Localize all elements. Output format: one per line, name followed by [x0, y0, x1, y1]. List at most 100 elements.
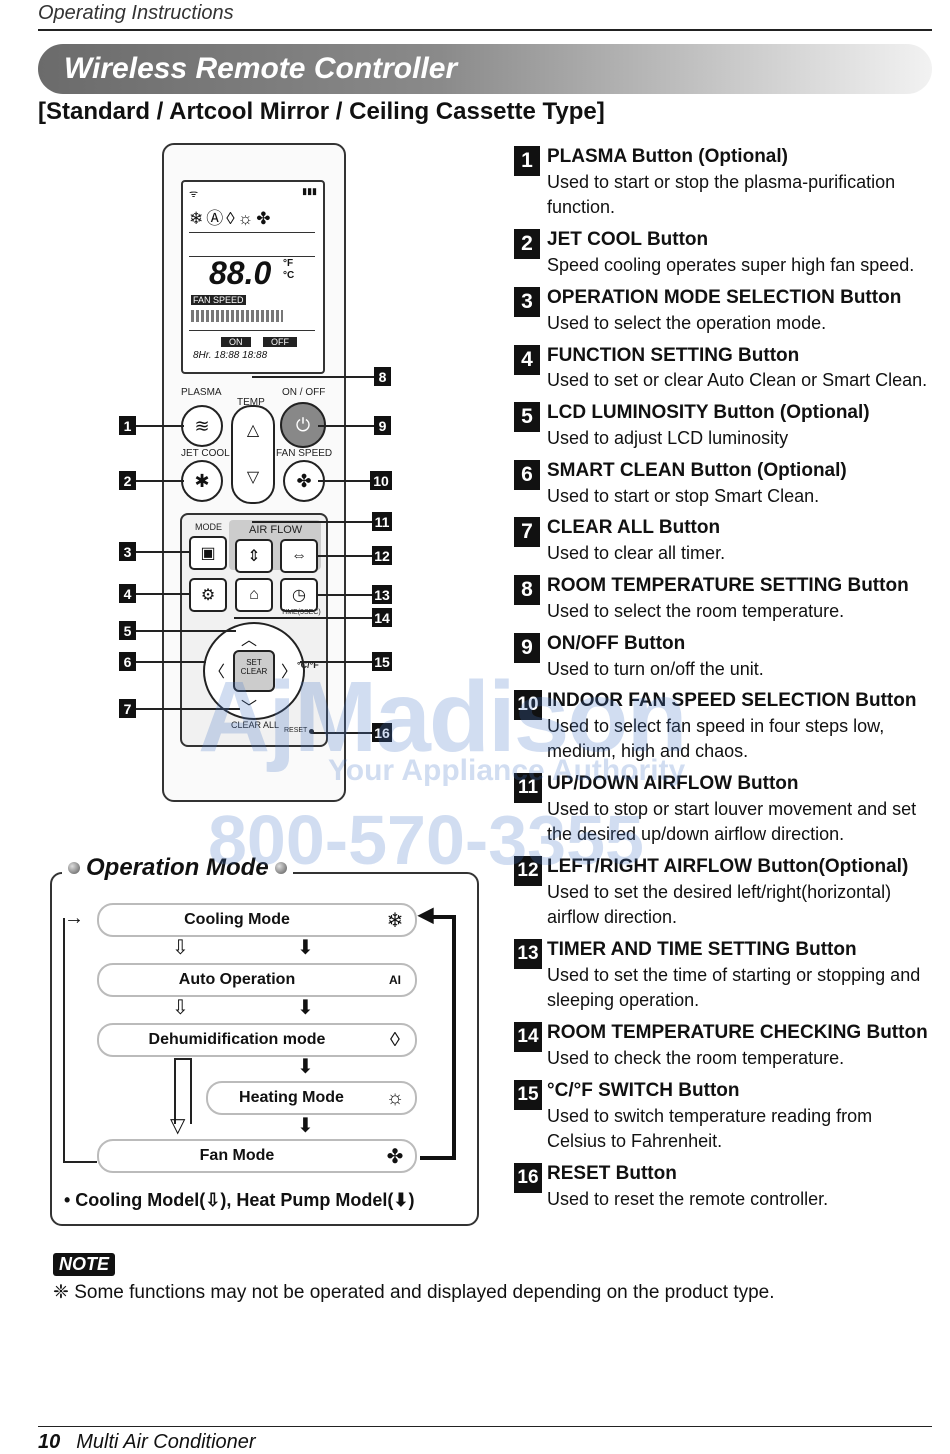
callout-4: 4: [119, 584, 136, 603]
callout-2: 2: [119, 471, 136, 490]
item-title: °C/°F SWITCH Button: [547, 1080, 740, 1101]
mode-pill: Heating Mode ☼: [206, 1081, 417, 1115]
cooling-arrow-icon: ⇩: [172, 997, 189, 1019]
jet-cool-label: JET COOL: [181, 448, 230, 459]
left-right-airflow-button[interactable]: ⇔: [280, 539, 318, 573]
item-title: SMART CLEAN Button (Optional): [547, 460, 847, 481]
title-banner: Wireless Remote Controller: [38, 44, 932, 94]
item-desc: Used to start or stop the plasma-purific…: [547, 172, 896, 217]
callout-15: 15: [372, 652, 392, 671]
item-number: 5: [514, 402, 540, 432]
item-number: 7: [514, 517, 540, 547]
callout-5: 5: [119, 621, 136, 640]
item-title: LCD LUMINOSITY Button (Optional): [547, 402, 870, 423]
lcd-on: ON: [221, 337, 251, 347]
item-number: 15: [514, 1080, 542, 1110]
timer-button[interactable]: ◷: [280, 578, 318, 612]
item-desc: Used to select the operation mode.: [547, 313, 827, 333]
lcd-unit-f: °F: [283, 258, 294, 269]
cf-switch-button[interactable]: 〉: [281, 658, 297, 682]
bullet-icon: [274, 862, 287, 874]
fan-icon: ✤: [386, 1145, 404, 1168]
item-title: PLASMA Button (Optional): [547, 146, 788, 167]
page-subtitle: [Standard / Artcool Mirror / Ceiling Cas…: [38, 98, 605, 125]
callout-12: 12: [372, 546, 392, 565]
on-off-button[interactable]: ⏻: [280, 402, 326, 448]
clear-all-button[interactable]: ﹀: [241, 694, 257, 718]
reset-button[interactable]: [309, 729, 314, 734]
callout-3: 3: [119, 542, 136, 561]
heatpump-arrow-icon: ⬇: [297, 997, 314, 1019]
mode-icon: ▣: [200, 545, 216, 562]
chevron-right-icon: 〉: [281, 664, 298, 681]
item-title: INDOOR FAN SPEED SELECTION Button: [547, 690, 917, 711]
item-desc: Speed cooling operates super high fan sp…: [547, 255, 915, 275]
section-header: Operating Instructions: [38, 2, 234, 24]
item-title: LEFT/RIGHT AIRFLOW Button(Optional): [547, 856, 909, 877]
temp-down-button[interactable]: ▽: [233, 454, 273, 500]
set-clear-button[interactable]: SET CLEAR: [233, 650, 275, 692]
watermark-phone: 800-570-3355: [208, 801, 644, 879]
callout-8: 8: [374, 367, 391, 386]
item-title: FUNCTION SETTING Button: [547, 345, 800, 366]
up-down-airflow-button[interactable]: ⇕: [235, 539, 273, 573]
leader-line: [136, 480, 184, 482]
lcd-mode-icons: ❄Ⓐ◊☼✤: [189, 209, 274, 228]
item-desc: Used to select fan speed in four steps l…: [547, 716, 885, 761]
mode-label: Auto Operation: [178, 971, 296, 988]
leader-line: [136, 425, 184, 427]
mode-pill: Fan Mode ✤: [97, 1139, 417, 1173]
item-title: ROOM TEMPERATURE CHECKING Button: [547, 1022, 928, 1043]
item-number: 14: [514, 1022, 542, 1052]
plasma-button[interactable]: ≋: [181, 405, 223, 447]
clear-label: CLEAR: [240, 667, 268, 676]
item-desc: Used to turn on/off the unit.: [547, 659, 764, 679]
battery-icon: ▮▮▮: [302, 186, 317, 196]
mode-button[interactable]: ▣: [189, 536, 227, 570]
note-text: ❈ Some functions may not be operated and…: [53, 1282, 775, 1303]
remote-lcd: ᯤ ▮▮▮ ❄Ⓐ◊☼✤ 88.0 °F °C FAN SPEED ON OFF …: [181, 180, 325, 374]
gear-icon: ⚙: [200, 587, 216, 604]
jet-cool-button[interactable]: ✱: [181, 460, 223, 502]
item-desc: Used to set the time of starting or stop…: [547, 965, 921, 1010]
lcd-fan-speed: FAN SPEED: [191, 295, 246, 305]
item-number: 11: [514, 773, 542, 803]
item-number: 10: [514, 690, 542, 720]
flow-line-right: [420, 1156, 456, 1160]
callout-1: 1: [119, 416, 136, 435]
house-icon: ⌂: [249, 586, 259, 603]
snowflake-icon: ❄: [386, 909, 404, 932]
room-temp-check-button[interactable]: ⌂: [235, 578, 273, 612]
item-title: RESET Button: [547, 1163, 677, 1184]
mode-pill: Dehumidification mode ◊: [97, 1023, 417, 1057]
cooling-arrow-icon: ▽: [170, 1115, 186, 1137]
item-number: 1: [514, 146, 540, 176]
operation-mode-title: Operation Mode: [62, 854, 293, 882]
reset-label: RESET: [284, 727, 308, 734]
callout-7: 7: [119, 699, 136, 718]
item-number: 9: [514, 633, 540, 663]
chevron-down-icon: ﹀: [241, 700, 258, 717]
item-title: ON/OFF Button: [547, 633, 686, 654]
mode-label: Dehumidification mode: [148, 1031, 326, 1048]
heatpump-arrow-icon: ⬇: [297, 1056, 314, 1078]
function-setting-button[interactable]: ⚙: [189, 578, 227, 612]
lcd-timer: 8Hr. 18:88 18:88: [193, 350, 268, 361]
temp-up-button[interactable]: △: [233, 407, 273, 453]
lcd-luminosity-button[interactable]: ︿: [241, 626, 257, 650]
watermark-tagline: Your Appliance Authority: [328, 754, 686, 787]
direction-pad: ︿ ﹀ 〈 〉 SET CLEAR: [203, 622, 305, 720]
item-number: 3: [514, 287, 540, 317]
item-number: 2: [514, 229, 540, 259]
item-number: 6: [514, 460, 540, 490]
clear-all-label: CLEAR ALL: [231, 720, 280, 730]
triangle-down-icon: ▽: [246, 469, 260, 486]
smart-clean-button[interactable]: 〈: [209, 658, 225, 682]
item-number: 16: [514, 1163, 542, 1193]
leader-line: [136, 708, 240, 710]
cooling-arrow-icon: ⇩: [172, 937, 189, 959]
sun-icon: ☼: [385, 1086, 405, 1109]
leader-line: [316, 594, 372, 596]
item-title: JET COOL Button: [547, 229, 709, 250]
power-icon: ⏻: [295, 414, 311, 435]
